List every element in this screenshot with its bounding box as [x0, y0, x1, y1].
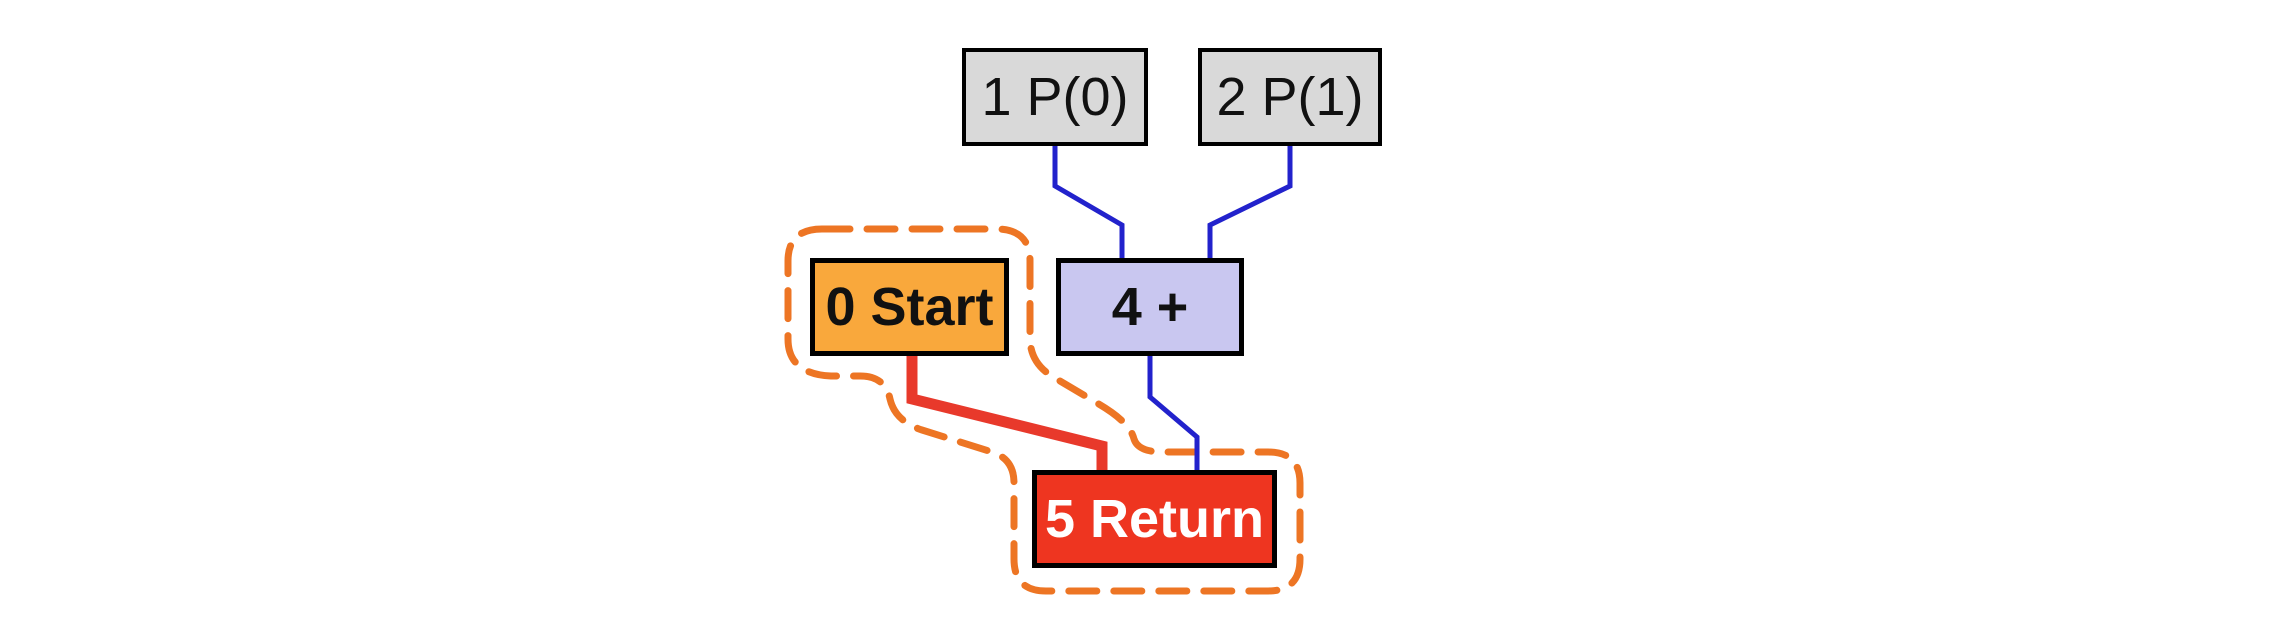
node-start-label: 0 Start — [825, 277, 994, 337]
edge-p1-to-plus — [1207, 145, 1293, 262]
node-return-label: 5 Return — [1044, 489, 1265, 549]
edge-start-to-return — [906, 352, 1108, 474]
node-start: 0 Start — [810, 258, 1009, 356]
node-p1: 2 P(1) — [1198, 48, 1382, 146]
node-p0: 1 P(0) — [962, 48, 1148, 146]
edge-p0-to-plus — [1052, 145, 1125, 262]
highlight-outline — [784, 225, 1304, 595]
node-return: 5 Return — [1032, 470, 1277, 568]
edge-plus-to-return — [1147, 352, 1200, 474]
node-p0-label: 1 P(0) — [981, 67, 1129, 127]
node-p1-label: 2 P(1) — [1216, 67, 1364, 127]
node-plus: 4 + — [1056, 258, 1244, 356]
node-plus-label: 4 + — [1111, 277, 1189, 337]
